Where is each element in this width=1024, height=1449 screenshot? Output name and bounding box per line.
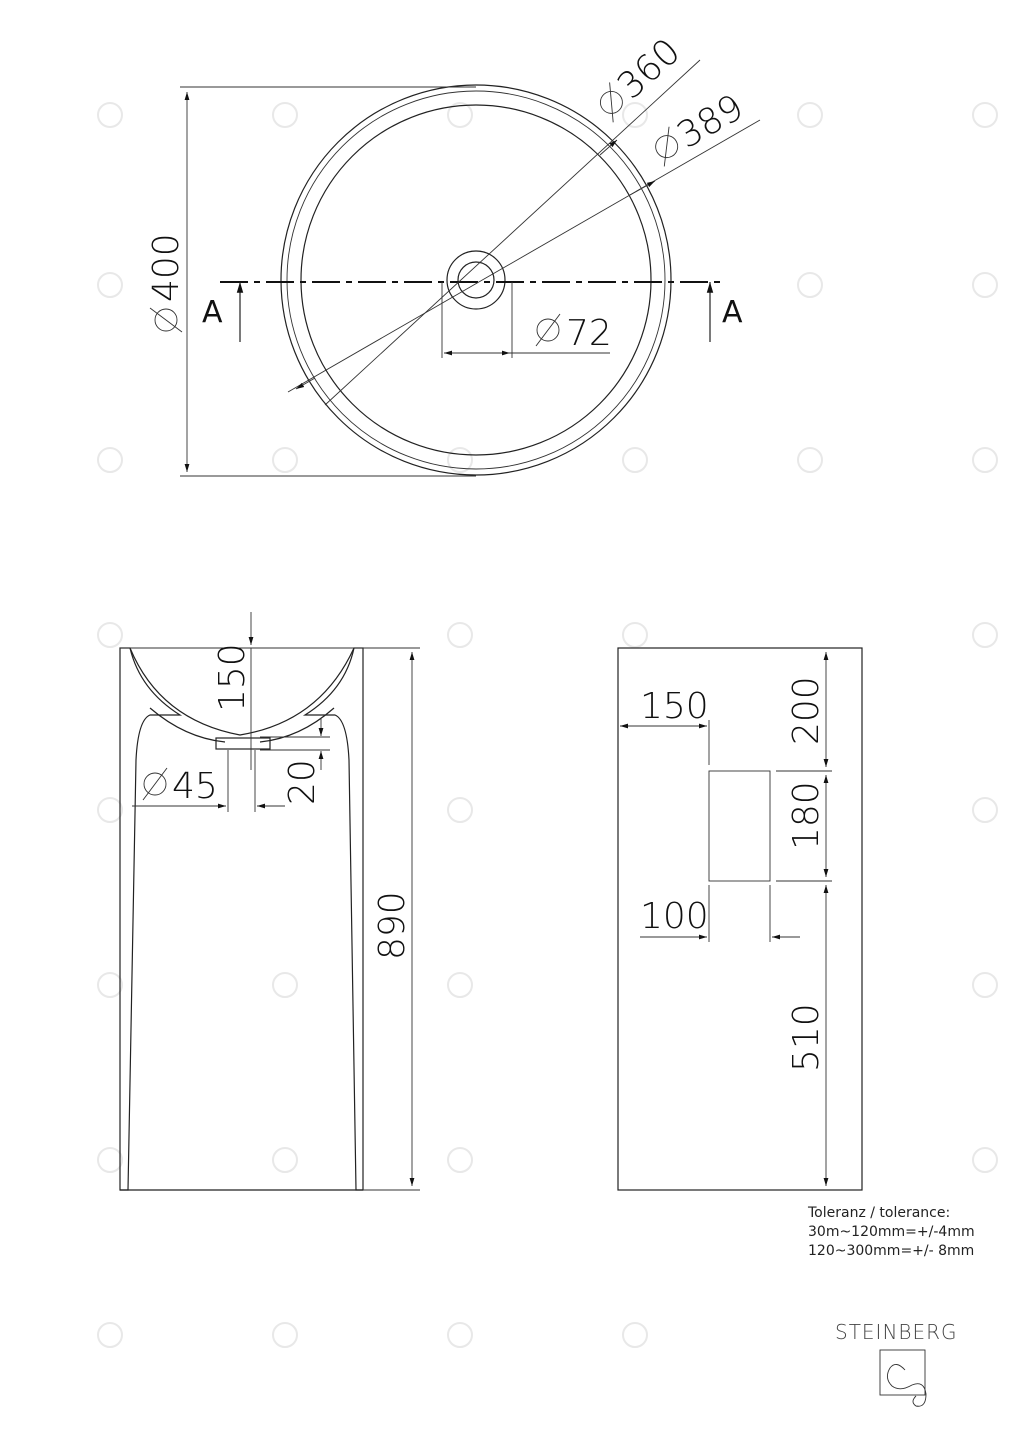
dim-180-label: 180 xyxy=(786,781,827,850)
dim-360-label: 360 xyxy=(610,31,689,107)
section-label-left: A xyxy=(202,295,223,330)
dim-200-label: 200 xyxy=(786,676,827,745)
dim-72-label: 72 xyxy=(566,313,612,354)
tolerance-line-1: 30m~120mm=+/-4mm xyxy=(808,1224,975,1240)
outer-rim-circle xyxy=(280,84,672,476)
tolerance-note: Toleranz / tolerance: 30m~120mm=+/-4mm 1… xyxy=(808,1204,975,1261)
service-opening xyxy=(708,770,771,882)
dim-400-label: 400 xyxy=(146,233,187,302)
section-label-right: A xyxy=(722,295,743,330)
dim-100-label: 100 xyxy=(640,896,709,937)
watermarks xyxy=(97,102,998,1348)
bowl-circle xyxy=(300,104,652,456)
dim-510-label: 510 xyxy=(786,1003,827,1072)
tolerance-line-2: 120~300mm=+/- 8mm xyxy=(808,1243,975,1259)
brand-name: STEINBERG xyxy=(835,1320,958,1344)
dim-150-offset-label: 150 xyxy=(640,686,709,727)
leader-360 xyxy=(324,59,701,406)
pedestal-outline xyxy=(617,647,863,1191)
drain-inner-circle xyxy=(457,261,495,299)
section-view: 150 20 45 890 xyxy=(119,612,420,1191)
dim-150-depth-label: 150 xyxy=(212,643,253,712)
drain-outer-circle xyxy=(446,250,506,310)
rim-inner-circle xyxy=(286,90,666,470)
top-view: A A 400 360 389 72 xyxy=(146,31,761,477)
dim-45-label: 45 xyxy=(172,766,218,807)
dim-20-label: 20 xyxy=(282,759,323,805)
dim-389-label: 389 xyxy=(671,87,751,157)
dim-890-label: 890 xyxy=(372,891,413,960)
leader-389 xyxy=(287,119,761,393)
tolerance-heading: Toleranz / tolerance: xyxy=(808,1205,951,1221)
drain-fitting xyxy=(215,737,271,750)
steinberg-logo-icon xyxy=(879,1349,927,1407)
side-view: 150 100 200 180 510 xyxy=(617,647,863,1191)
